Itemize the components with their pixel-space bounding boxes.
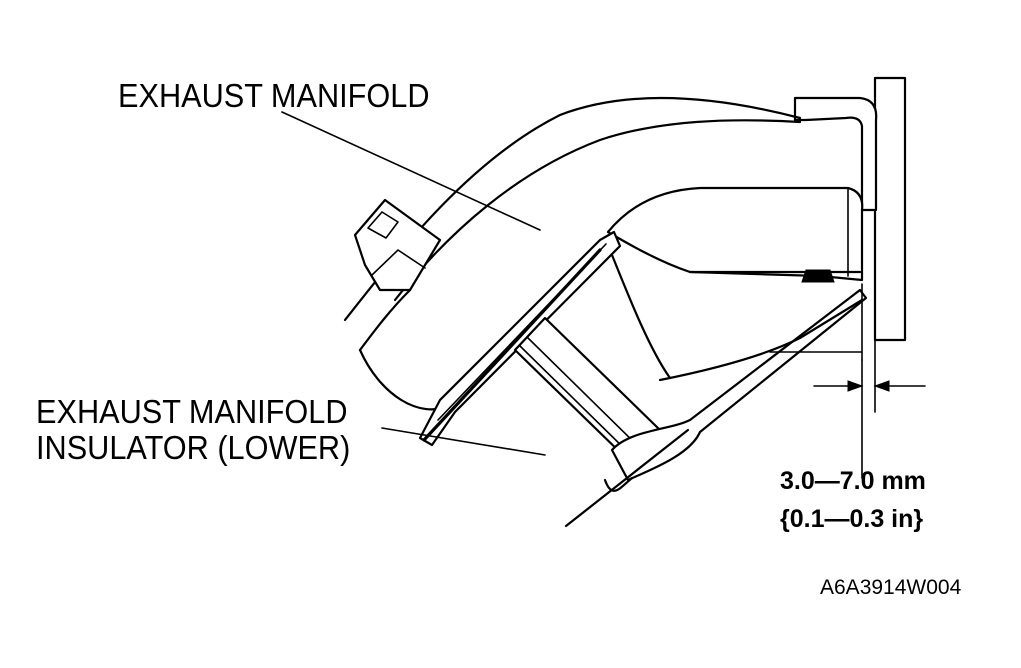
exhaust-manifold-insulator-lower bbox=[418, 230, 868, 528]
upper-bracket bbox=[793, 96, 878, 212]
leader-lines bbox=[281, 111, 546, 456]
clearance-dimension bbox=[813, 339, 926, 479]
manifold-stud-boss bbox=[353, 198, 442, 292]
clearance-in-label: {0.1—0.3 in} bbox=[780, 505, 924, 533]
figure-code-label: A6A3914W004 bbox=[820, 576, 962, 599]
insulator-label-line1: EXHAUST MANIFOLD bbox=[36, 393, 348, 430]
exhaust-manifold-label: EXHAUST MANIFOLD bbox=[118, 77, 430, 114]
clearance-mm-label: 3.0—7.0 mm bbox=[780, 467, 926, 495]
insulator-nut bbox=[801, 269, 835, 283]
cylinder-head-flange bbox=[873, 76, 907, 342]
insulator-label-line2: INSULATOR (LOWER) bbox=[36, 429, 351, 466]
manifold-outlet bbox=[606, 186, 864, 380]
